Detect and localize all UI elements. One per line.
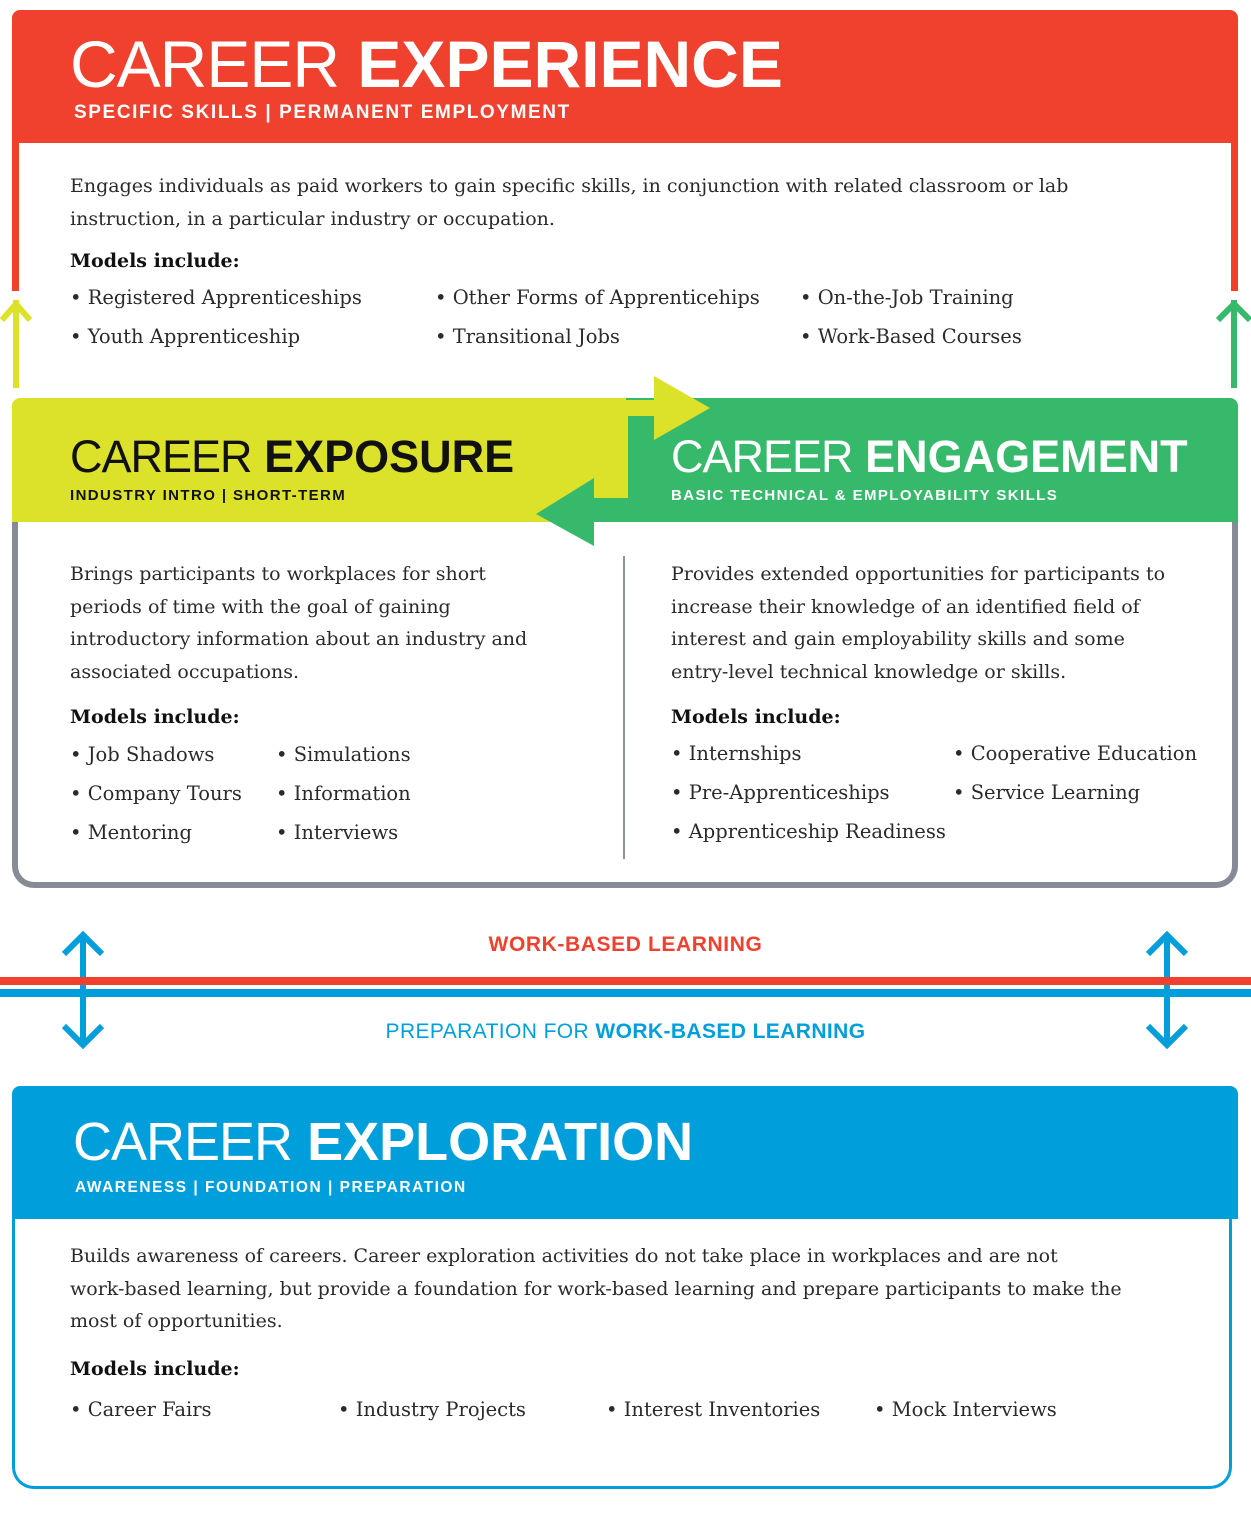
list-item: • Mentoring	[70, 821, 192, 844]
career-engagement-header	[626, 398, 1238, 522]
list-item: • Information	[276, 782, 411, 805]
exposure-engagement-frame	[12, 480, 1238, 888]
list-item: • Interest Inventories	[606, 1398, 821, 1421]
career-exploration-frame	[12, 1219, 1232, 1489]
list-item: • Job Shadows	[70, 743, 215, 766]
list-item: • Company Tours	[70, 782, 242, 805]
preparation-line	[0, 989, 1251, 997]
column-divider	[623, 556, 625, 859]
list-item: • Apprenticeship Readiness	[671, 820, 946, 843]
career-exposure-title: CAREER EXPOSURE	[70, 431, 515, 482]
list-item: • Youth Apprenticeship	[70, 325, 301, 348]
career-exploration-title: CAREER EXPLORATION	[73, 1112, 694, 1172]
arrow-up-green-icon	[1215, 299, 1251, 388]
list-item: • Work-Based Courses	[800, 325, 1022, 348]
career-engagement-title: CAREER ENGAGEMENT	[671, 431, 1188, 482]
career-exploration-header	[12, 1086, 1238, 1219]
list-item: • Interviews	[276, 821, 399, 844]
list-item: • Pre-Apprenticeships	[671, 781, 890, 804]
career-exposure-subtitle: INDUSTRY INTRO | SHORT-TERM	[70, 487, 347, 504]
career-engagement-subtitle: BASIC TECHNICAL & EMPLOYABILITY SKILLS	[671, 487, 1059, 504]
career-experience-title: CAREER EXPERIENCE	[70, 27, 783, 101]
career-exposure-models-heading: Models include:	[70, 706, 240, 728]
career-experience-subtitle: SPECIFIC SKILLS | PERMANENT EMPLOYMENT	[74, 102, 571, 123]
list-item: • Service Learning	[953, 781, 1141, 804]
arrow-up-yellow-icon	[0, 299, 33, 388]
work-based-learning-label: WORK-BASED LEARNING	[488, 933, 763, 956]
list-item: • Registered Apprenticeships	[70, 286, 362, 309]
career-experience-header	[12, 10, 1238, 143]
career-exploration-models-heading: Models include:	[70, 1358, 240, 1380]
preparation-label: PREPARATION FOR WORK-BASED LEARNING	[385, 1020, 866, 1043]
cycle-arrows-icon	[536, 376, 710, 546]
career-exposure-description: Brings participants to workplaces for sh…	[70, 563, 528, 683]
list-item: • Mock Interviews	[874, 1398, 1057, 1421]
list-item: • On-the-Job Training	[800, 286, 1014, 309]
career-exploration-description: Builds awareness of careers. Career expl…	[70, 1245, 1122, 1332]
career-engagement-models-heading: Models include:	[671, 706, 841, 728]
career-experience-models-heading: Models include:	[70, 250, 240, 272]
list-item: • Career Fairs	[70, 1398, 212, 1421]
right-red-connector	[1231, 143, 1238, 291]
career-exploration-subtitle: AWARENESS | FOUNDATION | PREPARATION	[75, 1179, 467, 1196]
list-item: • Transitional Jobs	[435, 325, 620, 348]
career-experience-description: Engages individuals as paid workers to g…	[70, 175, 1069, 230]
career-exposure-header	[12, 398, 626, 522]
work-based-line	[0, 977, 1251, 985]
left-red-connector	[12, 143, 19, 291]
list-item: • Industry Projects	[338, 1398, 526, 1421]
list-item: • Internships	[671, 742, 802, 765]
list-item: • Cooperative Education	[953, 742, 1198, 765]
career-engagement-description: Provides extended opportunities for part…	[671, 563, 1166, 683]
list-item: • Other Forms of Apprenticehips	[435, 286, 760, 309]
list-item: • Simulations	[276, 743, 411, 766]
